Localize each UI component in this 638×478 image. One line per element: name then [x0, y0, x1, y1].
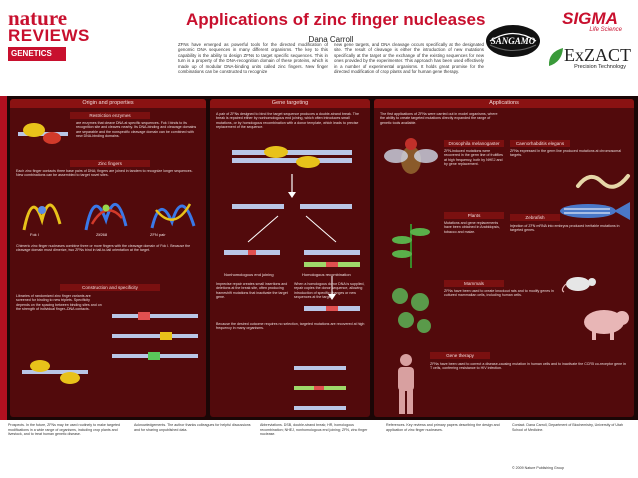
zebrafish-heading: Zebrafish [510, 214, 560, 221]
worm-heading: Caenorhabditis elegans [510, 140, 570, 147]
construction-text: Libraries of randomized zinc finger vari… [16, 294, 102, 312]
sigma-tagline: Life Science [589, 27, 622, 33]
nhej-text: Imprecise repair creates small insertion… [216, 282, 288, 300]
donor-dna-diagram [294, 366, 346, 410]
title-area: Applications of zinc finger nucleases Da… [186, 10, 486, 44]
mammals-text: ZFNs have been used to create knockout r… [444, 289, 554, 298]
poster-footer [0, 420, 638, 478]
fruit-fly-illustration [384, 138, 438, 174]
fig-label-zif268: Zif268 [96, 232, 108, 237]
pig-illustration [584, 310, 629, 340]
fig-label-zfn-pair: ZFN pair [150, 232, 166, 237]
applications-intro-text: The first applications of ZFNs were carr… [380, 112, 498, 125]
footer-prospects: Prospects. In the future, ZFNs may be us… [8, 423, 121, 436]
zebrafish-illustration [560, 202, 630, 220]
restriction-enzymes-heading: Restriction enzymes [70, 112, 150, 119]
worm-text: ZFNs expressed in the germ line produced… [510, 149, 622, 158]
sangamo-wordmark: SANGAMO [491, 36, 536, 46]
restriction-enzymes-text: are enzymes that cleave DNA at specific … [76, 121, 197, 139]
cell-culture-illustration [392, 288, 431, 333]
journal-name: nature [8, 6, 68, 30]
sigma-logo[interactable]: SIGMA Life Science [546, 10, 634, 33]
spacing-diagram [22, 360, 88, 384]
plants-text: Mutations and gene replacements have bee… [444, 221, 500, 234]
poster-title: Applications of zinc finger nucleases [186, 10, 486, 29]
hr-text: When a homologous donor DNA is supplied,… [294, 282, 365, 300]
fok1-diagram [18, 123, 68, 144]
exzact-leaf-icon [548, 48, 563, 66]
journal-brand[interactable]: nature REVIEWS GENETICS [8, 6, 90, 61]
gene-targeting-diagram [224, 146, 360, 311]
mammals-heading: Mammals [444, 280, 504, 287]
zfn-description-text: Chimeric zinc finger nucleases combine t… [16, 244, 191, 253]
targeting-bottom-text: Because the desired outcome requires no … [216, 322, 365, 331]
footer-copyright: © 2009 Nature Publishing Group [512, 466, 564, 470]
intro-text-left: ZFNs have emerged as powerful tools for … [178, 42, 328, 75]
hr-label: Homologous recombination [302, 272, 351, 277]
side-strip [0, 96, 7, 420]
rat-illustration [561, 277, 596, 293]
exzact-tagline: Precision Technology [574, 64, 626, 70]
applications-column-heading: Applications [374, 99, 634, 108]
zinc-fingers-heading: Zinc fingers [70, 160, 150, 167]
zinc-fingers-text: Each zinc finger contacts three base pai… [16, 169, 193, 178]
origin-column-heading: Origin and properties [10, 99, 206, 108]
fly-heading: Drosophila melanogaster [444, 140, 504, 147]
worm-illustration [576, 174, 630, 189]
footer-contact: Contact. Dana Carroll, Department of Bio… [512, 423, 623, 432]
footer-references: References. Key reviews and primary pape… [386, 423, 500, 432]
targeting-main-text: A pair of ZFNs designed to bind the targ… [216, 112, 359, 130]
exzact-logo[interactable]: ExZACT Precision Technology [546, 46, 634, 70]
journal-subtitle: REVIEWS [8, 26, 90, 45]
construction-heading: Construction and specificity [60, 284, 160, 291]
fly-text: ZFN-induced mutations were recovered in … [444, 149, 503, 167]
poster-author: Dana Carroll [308, 35, 354, 44]
zinc-finger-structure-3 [150, 203, 196, 229]
intro-text-right: new gene targets, and DNA cleavage occur… [334, 42, 484, 75]
human-figure-illustration [398, 354, 414, 414]
gene-therapy-heading: Gene therapy [430, 352, 490, 359]
zinc-finger-structures [22, 203, 196, 231]
construction-diagram [112, 312, 198, 360]
fig-label-fok1: Fok I [30, 232, 39, 237]
journal-section: GENETICS [8, 47, 66, 61]
footer-acknowledgements: Acknowledgements. The author thanks coll… [134, 423, 251, 432]
nhej-label: Nonhomologous end joining [224, 272, 274, 277]
exzact-wordmark: ExZACT [564, 45, 631, 65]
zinc-finger-structure-2 [84, 203, 128, 231]
targeting-column-heading: Gene targeting [210, 99, 370, 108]
footer-abbreviations: Abbreviations. DSB, double-strand break;… [260, 423, 368, 436]
plants-heading: Plants [444, 212, 504, 219]
zinc-finger-structure-1 [22, 203, 62, 231]
zebrafish-text: Injection of ZFN mRNA into embryos produ… [510, 224, 620, 233]
sigma-wordmark: SIGMA [562, 9, 618, 28]
sangamo-logo[interactable]: SANGAMO [484, 22, 542, 60]
gene-therapy-text: ZFNs have been used to correct a disease… [430, 362, 626, 371]
plant-illustration [392, 224, 430, 268]
sangamo-logo-mark: SANGAMO [486, 25, 540, 57]
